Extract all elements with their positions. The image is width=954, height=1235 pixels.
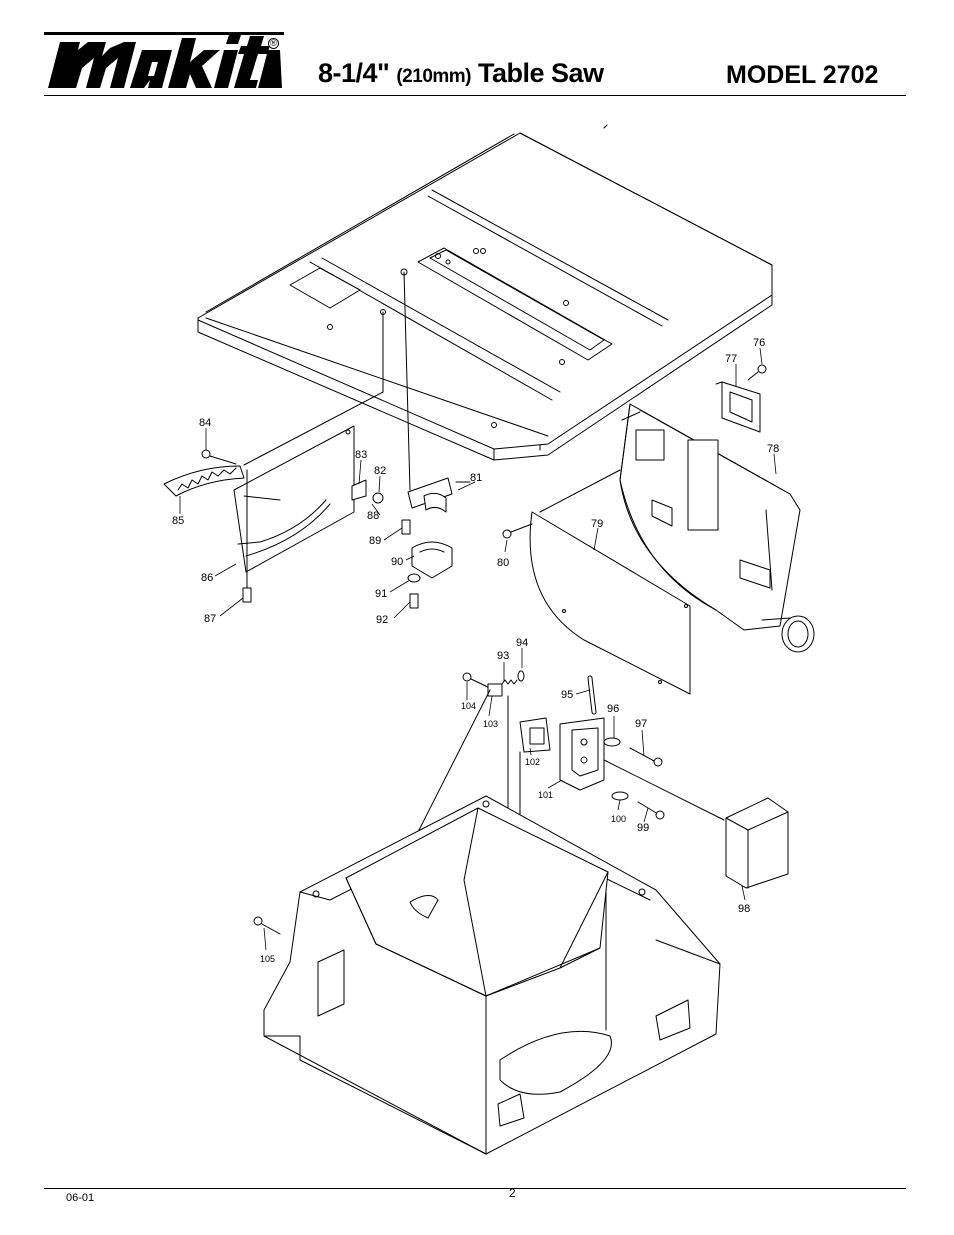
screw-92 [409,593,419,609]
quadrant-85 [163,465,245,497]
switch-box-101 [559,717,605,791]
screw-76 [747,364,767,381]
label-95: 95 [561,689,573,701]
bracket-plate-86 [233,425,355,573]
label-92: 92 [376,614,388,626]
label-86: 86 [201,572,213,584]
label-100: 100 [611,814,626,824]
label-87: 87 [204,613,216,625]
switch-cover-98 [725,797,789,889]
screw-87 [242,469,252,603]
bracket-77 [715,381,761,433]
label-78: 78 [767,443,779,455]
part-labels: 76 77 78 79 80 81 82 83 84 85 86 87 88 8… [172,337,779,964]
label-77: 77 [725,353,737,365]
label-101: 101 [538,790,553,800]
cable-95 [587,675,597,715]
label-97: 97 [635,718,647,730]
trunnion-90 [411,541,453,579]
spring-93 [501,679,518,685]
label-76: 76 [753,337,765,349]
title-product: Table Saw [478,58,604,88]
label-105: 105 [260,954,275,964]
switch-102 [519,717,551,753]
nut-91 [407,573,421,583]
label-88: 88 [367,510,379,522]
page-title: 8-1/4" (210mm) Table Saw [318,58,604,89]
ring-94 [517,670,525,682]
label-84: 84 [199,417,211,429]
label-91: 91 [375,588,387,600]
label-103: 103 [483,719,498,729]
clip-96 [603,737,621,747]
label-79: 79 [591,518,603,530]
screw-89 [401,519,411,535]
label-89: 89 [369,535,381,547]
screw-80 [502,523,533,539]
label-102: 102 [525,757,540,767]
table-top [197,124,773,461]
footer-date: 06-01 [66,1192,95,1204]
side-plate-79 [529,469,691,695]
label-94: 94 [516,637,528,649]
bolt-82 [372,492,384,504]
label-93: 93 [497,650,509,662]
header-rule [44,95,906,96]
screw-105 [253,916,281,935]
model-number: MODEL 2702 [726,61,879,89]
label-83: 83 [355,449,367,461]
label-82: 82 [374,465,386,477]
page-number: 2 [509,1186,516,1200]
makita-logo [44,28,284,94]
label-104: 104 [461,701,476,711]
clamp-83 [351,479,367,501]
screw-104 [462,672,491,689]
registered-mark: ® [268,38,279,49]
screw-99 [637,801,665,820]
part-103 [487,683,503,697]
clip-100 [611,791,629,801]
trunnion-81 [407,477,471,513]
screw-84 [201,449,237,465]
blade-guard-78 [619,403,815,653]
label-99: 99 [637,822,649,834]
footer-rule [44,1188,906,1189]
title-metric: (210mm) [396,66,472,87]
saw-base [263,795,721,1155]
label-90: 90 [391,556,403,568]
label-96: 96 [607,703,619,715]
label-85: 85 [172,515,184,527]
label-81: 81 [470,472,482,484]
label-98: 98 [738,903,750,915]
screw-97 [629,747,663,767]
title-size: 8-1/4" [318,58,390,88]
label-80: 80 [497,557,509,569]
